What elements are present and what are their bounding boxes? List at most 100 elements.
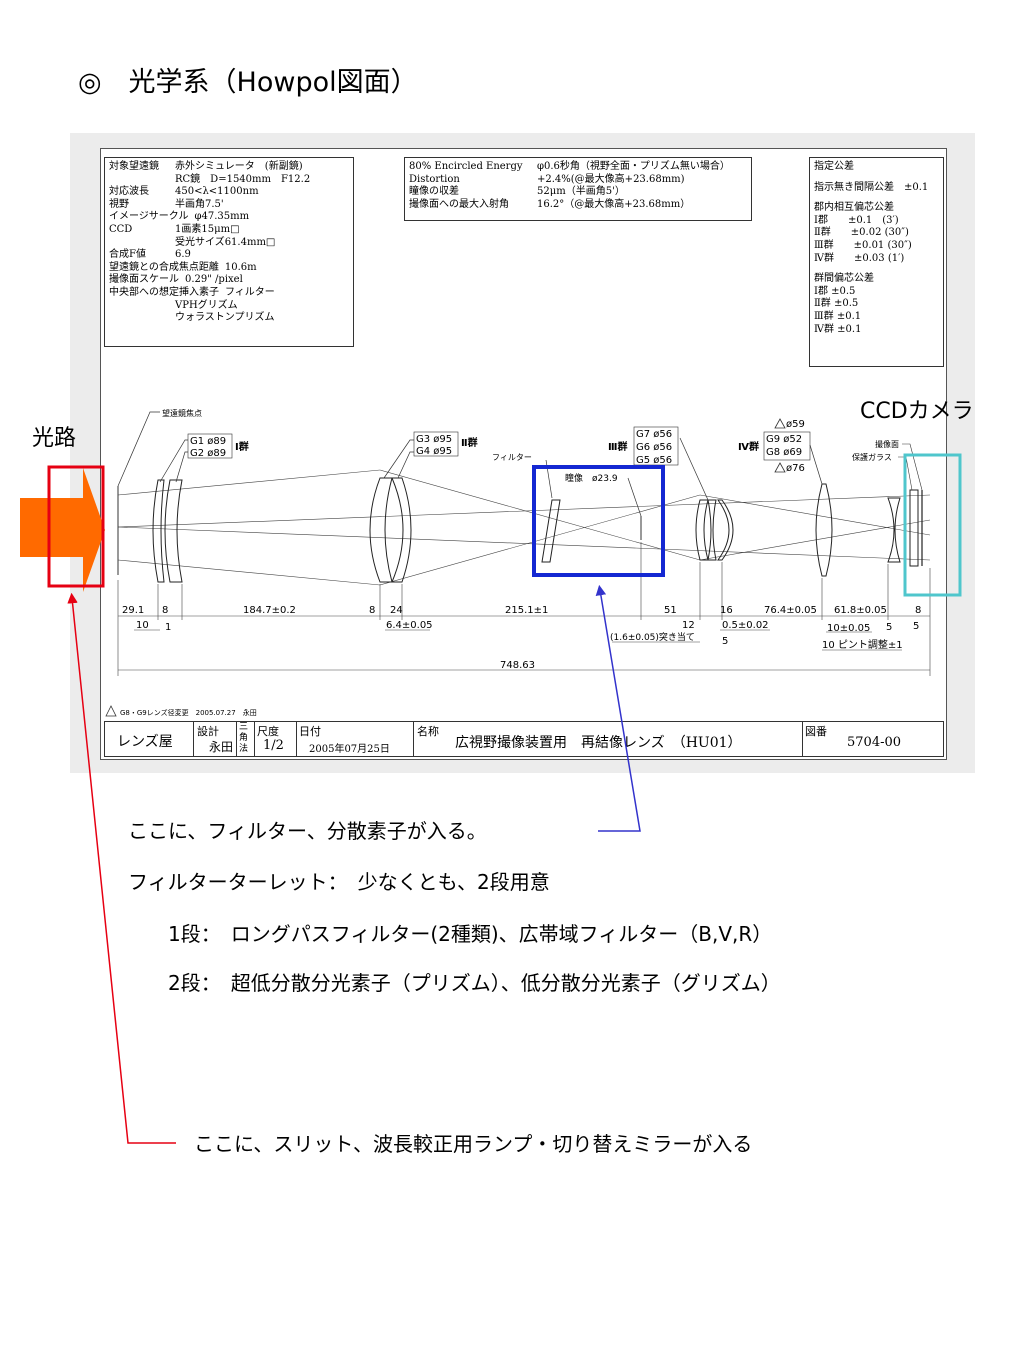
ray bbox=[379, 494, 701, 586]
performance-row-value: φ0.6秒角（視野全面・プリズム無い場合） bbox=[537, 161, 730, 172]
spec-row-value: RC鏡 D=1540mm F12.2 bbox=[175, 173, 311, 185]
spec-row: 望遠鏡との合成焦点距離 10.6m bbox=[109, 262, 349, 275]
dimension-lines bbox=[117, 542, 931, 676]
title-block-scale: 1/2 bbox=[263, 738, 284, 753]
spec-row-label: 合成F値 bbox=[109, 249, 146, 261]
tolerance-inter-item: Ⅳ群 ±0.1 bbox=[814, 323, 862, 335]
dimension-label: 8 bbox=[369, 605, 375, 616]
dimension-label: 184.7±0.2 bbox=[243, 605, 296, 616]
dimension-label: (1.6±0.05)突き当て bbox=[610, 631, 695, 643]
stage1-note: 1段： ロングパスフィルター(2種類)、広帯域フィルター（B,V,R） bbox=[168, 922, 773, 946]
dimension-label: 0.5±0.02 bbox=[722, 620, 769, 631]
spec-row-label: 撮像面スケール bbox=[109, 274, 179, 286]
spec-row: RC鏡 D=1540mm F12.2 bbox=[109, 174, 349, 187]
lens-g6 bbox=[703, 499, 717, 561]
g6-label: G6 ø56 bbox=[636, 442, 672, 453]
revision-note: G8・G9レンズ径変更 2005.07.27 永田 bbox=[120, 708, 257, 717]
spec-row-label: CCD bbox=[109, 223, 133, 235]
dimension-label: 10±0.05 bbox=[827, 623, 870, 634]
ray bbox=[117, 526, 931, 561]
slit-note: ここに、スリット、波長較正用ランプ・切り替えミラーが入る bbox=[194, 1132, 753, 1156]
lens-g1 bbox=[152, 479, 165, 583]
lens-g2 bbox=[164, 479, 183, 583]
performance-row-label: 80% Encircled Energy bbox=[409, 161, 523, 172]
dimension-label: 12 bbox=[682, 620, 695, 631]
dimension-label: 5 bbox=[913, 621, 919, 632]
dimension-label: 215.1±1 bbox=[505, 605, 548, 616]
protective-glass-label: 保護ガラス bbox=[852, 452, 892, 462]
performance-row-value: +2.4%(@最大像高+23.68mm) bbox=[537, 173, 685, 185]
performance-rows: 80% Encircled Energy φ0.6秒角（視野全面・プリズム無い場合… bbox=[409, 161, 747, 211]
g7-label: G7 ø56 bbox=[636, 429, 672, 440]
spec-row: 中央部への想定挿入素子フィルター bbox=[109, 287, 349, 300]
spec-row-value: 受光サイズ61.4mm□ bbox=[175, 236, 276, 248]
g8-label: G8 ø69 bbox=[766, 447, 802, 458]
dimension-label: 16 bbox=[720, 605, 733, 616]
lens-g9 bbox=[887, 497, 901, 563]
spec-row: 視野半画角7.5' bbox=[109, 199, 349, 212]
title-block-date: 2005年07月25日 bbox=[309, 744, 390, 755]
performance-row-value: 16.2°（@最大像高+23.68mm） bbox=[537, 198, 691, 210]
g1-label: G1 ø89 bbox=[190, 436, 226, 447]
tolerance-intra-item: Ⅰ郡 ±0.1 (3′) bbox=[814, 214, 899, 226]
title-block-date-label: 日付 bbox=[299, 725, 321, 738]
spec-row-label: 対象望遠鏡 bbox=[109, 161, 159, 172]
dimension-label: 5 bbox=[722, 636, 728, 647]
dimension-label: 10 bbox=[136, 620, 149, 631]
slit-frame bbox=[47, 465, 105, 588]
dimension-label: 5 bbox=[886, 622, 892, 633]
pupil-leader bbox=[627, 477, 642, 517]
g3-label: G3 ø95 bbox=[416, 434, 452, 445]
protective-glass bbox=[909, 489, 919, 567]
spec-row-label: 望遠鏡との合成焦点距離 bbox=[109, 261, 219, 273]
g8-new-label: ø76 bbox=[786, 463, 805, 474]
dimension-label: 61.8±0.05 bbox=[834, 605, 887, 616]
dimension-label: 29.1 bbox=[122, 605, 144, 616]
lens-g8 bbox=[815, 483, 833, 577]
pupil-label: 瞳像 ø23.9 bbox=[565, 472, 618, 484]
spec-row-value: VPHグリズム bbox=[175, 299, 238, 311]
spec-row-label: 中央部への想定挿入素子 bbox=[109, 286, 219, 298]
ray bbox=[117, 559, 381, 586]
spec-row: 受光サイズ61.4mm□ bbox=[109, 237, 349, 250]
g9-new-label: ø59 bbox=[786, 419, 805, 430]
ray bbox=[699, 494, 931, 536]
g89-leader bbox=[809, 444, 823, 485]
group2-label: Ⅱ群 bbox=[461, 436, 478, 449]
g3-g4-label-frame bbox=[413, 431, 459, 457]
lens-g4 bbox=[391, 477, 412, 583]
g2-leader bbox=[175, 451, 188, 483]
group1-label: Ⅰ群 bbox=[235, 440, 249, 453]
title-block-designer: 永田 bbox=[209, 740, 234, 754]
performance-row-label: 撮像面への最大入射角 bbox=[409, 198, 509, 210]
g2-label: G2 ø89 bbox=[190, 448, 226, 459]
ray bbox=[379, 469, 701, 561]
spec-row-label: イメージサークル bbox=[109, 211, 189, 223]
title-block-name: 広視野撮像装置用 再結像レンズ （HU01） bbox=[455, 735, 742, 751]
filter-label: フィルター bbox=[492, 453, 532, 462]
spec-row-value: フィルター bbox=[225, 286, 275, 298]
spec-row-value: 450<λ<1100nm bbox=[175, 186, 259, 198]
dimension-label: 8 bbox=[915, 605, 921, 616]
revision-triangle-icon bbox=[774, 462, 786, 473]
performance-row-value: 52μm（半画角5'） bbox=[537, 186, 625, 198]
dimension-total-label: 748.63 bbox=[500, 660, 535, 671]
spec-row-label: 視野 bbox=[109, 198, 129, 210]
tolerance-intra-item: Ⅱ群 ±0.02 (30″) bbox=[814, 227, 909, 239]
tolerance-intra-item: Ⅲ群 ±0.01 (30″) bbox=[814, 239, 912, 251]
spec-row-value: 10.6m bbox=[224, 261, 257, 273]
tolerance-intra-title: 郡内相互偏芯公差 bbox=[814, 202, 894, 214]
group4-label: Ⅳ群 bbox=[738, 440, 759, 453]
g5-label: G5 ø56 bbox=[636, 455, 672, 466]
g1-g2-label-frame bbox=[187, 433, 233, 459]
light-path-arrow bbox=[20, 468, 105, 592]
turret-note: フィルターターレット： 少なくとも、2段用意 bbox=[128, 870, 550, 894]
slit-note-leader bbox=[67, 592, 176, 1144]
lens-group-1 bbox=[152, 479, 183, 583]
